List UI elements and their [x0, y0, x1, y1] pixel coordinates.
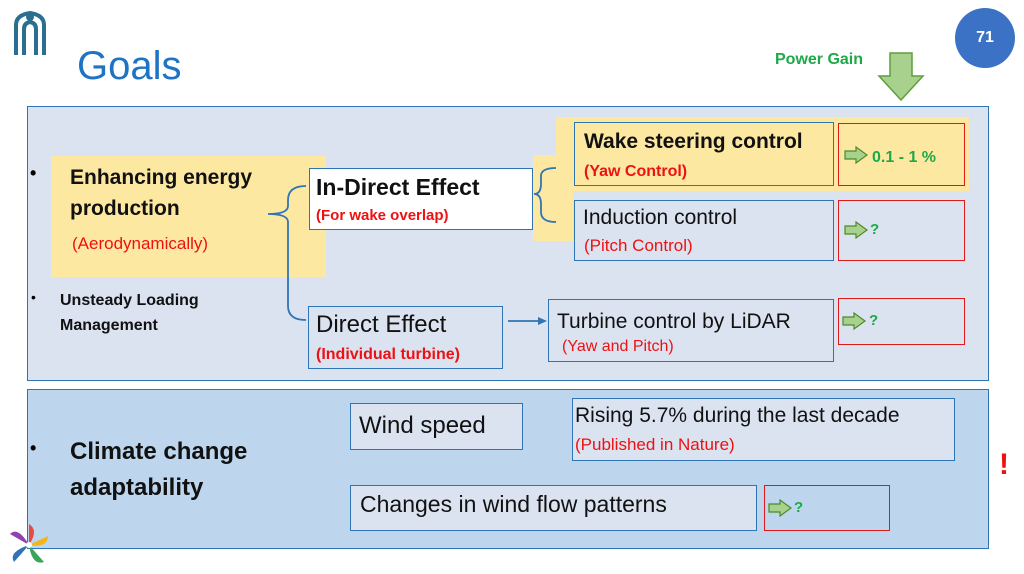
lidar-gain-value: ?	[869, 312, 879, 329]
induction-box: Induction control (Pitch Control)	[574, 200, 834, 261]
exclamation-mark: !	[999, 448, 1009, 481]
wake-title: Wake steering control	[584, 130, 803, 153]
down-arrow-icon	[877, 52, 925, 102]
climate-text: Climate change adaptability	[70, 438, 248, 501]
indirect-effect-box: In-Direct Effect (For wake overlap)	[309, 168, 533, 230]
lidar-subtitle: (Yaw and Pitch)	[562, 338, 674, 355]
rising-subtitle: (Published in Nature)	[575, 435, 735, 454]
patterns-gain-value: ?	[794, 499, 804, 516]
rising-title: Rising 5.7% during the last decade	[575, 404, 900, 427]
university-logo-icon	[14, 10, 46, 55]
induction-title: Induction control	[583, 206, 738, 229]
enhancing-subtext: (Aerodynamically)	[72, 234, 209, 253]
direct-effect-box: Direct Effect (Individual turbine)	[308, 306, 503, 369]
direct-title: Direct Effect	[316, 311, 447, 338]
patterns-gain-box: ?	[764, 485, 890, 531]
enhancing-highlight	[51, 156, 326, 277]
indirect-subtitle: (For wake overlap)	[316, 207, 449, 224]
wind-speed-title: Wind speed	[359, 412, 486, 439]
right-arrow-icon	[844, 146, 868, 164]
patterns-title: Changes in wind flow patterns	[360, 491, 667, 517]
enhancing-text: Enhancing energy production	[70, 166, 253, 220]
right-arrow-icon	[844, 221, 868, 239]
lidar-gain-box: ?	[838, 298, 965, 345]
page-title: Goals	[77, 44, 182, 88]
patterns-box: Changes in wind flow patterns	[350, 485, 757, 531]
right-arrow-icon	[768, 499, 792, 517]
bullet: •	[30, 163, 37, 183]
induction-gain-value: ?	[870, 221, 880, 238]
wake-gain-box: 0.1 - 1 %	[838, 123, 965, 186]
wind-speed-box: Wind speed	[350, 403, 523, 450]
page-number-badge: 71	[955, 8, 1015, 68]
direct-subtitle: (Individual turbine)	[316, 346, 460, 363]
wake-subtitle: (Yaw Control)	[584, 163, 688, 180]
wake-steering-box: Wake steering control (Yaw Control)	[574, 122, 834, 186]
bullet: •	[31, 289, 36, 305]
power-gain-label: Power Gain	[775, 51, 864, 68]
wake-gain-value: 0.1 - 1 %	[872, 149, 937, 166]
induction-gain-box: ?	[838, 200, 965, 261]
pinwheel-logo-icon	[10, 524, 48, 563]
indirect-title: In-Direct Effect	[316, 174, 480, 200]
lidar-title: Turbine control by LiDAR	[557, 310, 791, 333]
bullet: •	[30, 438, 37, 458]
right-arrow-icon	[842, 312, 866, 330]
unsteady-text: Unsteady Loading Management	[60, 292, 199, 334]
lidar-box: Turbine control by LiDAR (Yaw and Pitch)	[548, 299, 834, 362]
induction-subtitle: (Pitch Control)	[584, 236, 693, 255]
rising-box: Rising 5.7% during the last decade (Publ…	[572, 398, 955, 461]
